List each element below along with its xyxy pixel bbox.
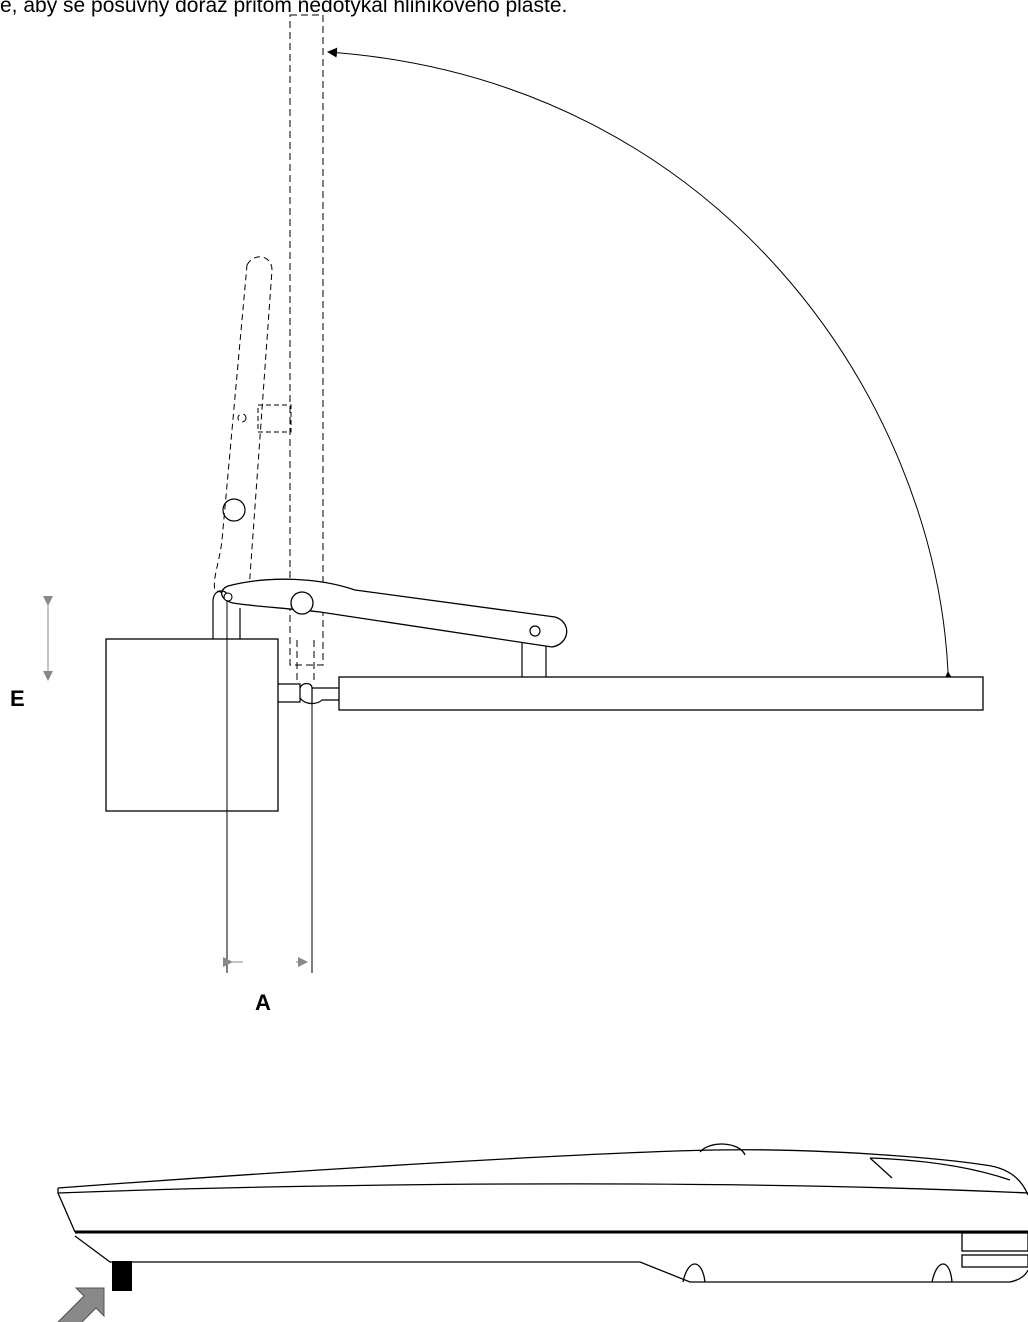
dimension-a bbox=[223, 600, 313, 973]
arm-pivot-tip bbox=[223, 592, 233, 602]
arm-closed bbox=[221, 578, 568, 648]
arm-pivot-hole-dashed bbox=[222, 498, 246, 522]
sliding-stop-block bbox=[112, 1261, 132, 1291]
arm-center-hole bbox=[290, 591, 314, 615]
arm-end-bracket bbox=[521, 643, 547, 677]
push-direction-arrow bbox=[57, 1287, 105, 1322]
arm-open-dashed bbox=[213, 256, 273, 601]
gate-leaf-open-dashed bbox=[289, 14, 324, 680]
operator-box bbox=[105, 638, 279, 812]
operator-side-view bbox=[57, 1143, 1028, 1283]
arm-end-hole bbox=[529, 625, 541, 637]
dimension-label-e: E bbox=[10, 686, 25, 711]
dimension-label-a: A bbox=[255, 990, 271, 1015]
swing-arc-arrow bbox=[327, 47, 954, 682]
hinge-connector bbox=[278, 682, 340, 705]
dashed-bracket bbox=[257, 404, 292, 433]
motor-posts bbox=[212, 600, 241, 639]
instruction-caption: e, aby se posuvný doraz přitom nedotýkal… bbox=[0, 0, 568, 17]
gate-leaf-closed bbox=[338, 676, 984, 711]
